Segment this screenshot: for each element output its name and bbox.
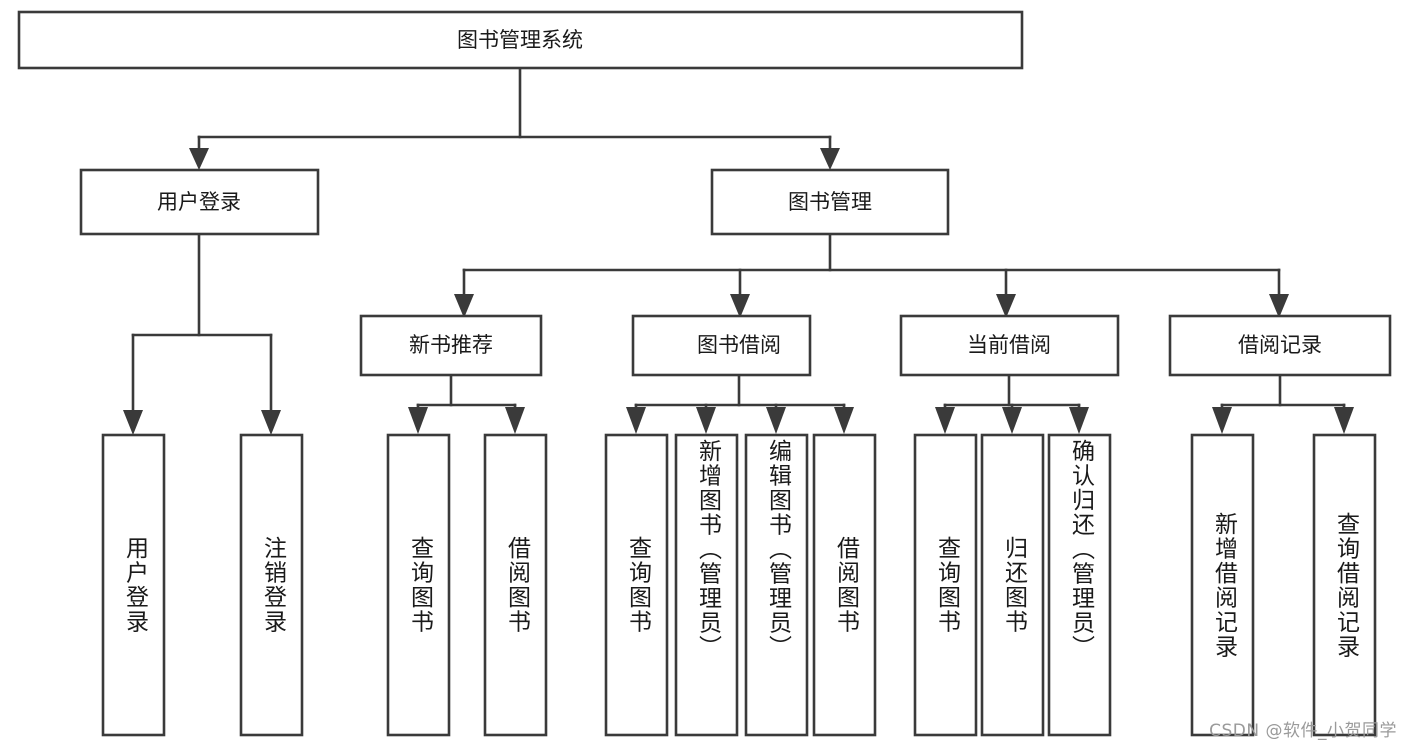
connector-group-root <box>189 66 840 170</box>
node-root[interactable]: 图书管理系统 <box>17 10 1024 70</box>
node-leaf-return-book-box[interactable] <box>980 433 1045 737</box>
node-user-login-box[interactable] <box>79 168 320 236</box>
connector-group-new-book-rec <box>408 373 525 434</box>
node-book-borrow-label: 图书借阅 <box>697 333 781 357</box>
arrow-to-leaf-return-book <box>1002 407 1022 434</box>
node-leaf-query-book-3-box[interactable] <box>913 433 978 737</box>
connector-group-book-manage <box>454 232 1289 318</box>
node-root-box[interactable] <box>17 10 1024 70</box>
node-leaf-logout-box[interactable] <box>239 433 304 737</box>
arrow-to-leaf-logout <box>261 410 281 435</box>
node-leaf-borrow-book-2-box[interactable] <box>812 433 877 737</box>
node-user-login[interactable]: 用户登录 <box>79 168 320 236</box>
node-current-borrow[interactable]: 当前借阅 <box>899 314 1120 377</box>
node-borrow-record[interactable]: 借阅记录 <box>1168 314 1392 377</box>
node-book-borrow-box[interactable] <box>631 314 812 377</box>
node-leaf-user-login-box[interactable] <box>101 433 166 737</box>
node-leaf-query-record-box[interactable] <box>1312 433 1377 737</box>
connector-group-book-borrow <box>626 373 854 434</box>
arrow-to-new-book-rec <box>454 294 474 318</box>
arrow-to-borrow-record <box>1269 294 1289 318</box>
connector-group-user-login <box>123 232 281 435</box>
node-leaf-add-book-box[interactable] <box>674 433 739 737</box>
node-book-manage-box[interactable] <box>710 168 950 236</box>
watermark: CSDN @软件_小贺同学 <box>1209 721 1397 741</box>
connector-group-borrow-record <box>1212 373 1354 434</box>
node-new-book-rec-label: 新书推荐 <box>409 333 493 357</box>
node-new-book-rec[interactable]: 新书推荐 <box>359 314 543 377</box>
arrow-to-leaf-add-book <box>696 407 716 434</box>
arrow-to-leaf-borrow-book-1 <box>505 407 525 434</box>
arrow-to-leaf-confirm-return <box>1069 407 1089 434</box>
node-book-borrow[interactable]: 图书借阅 <box>631 314 812 377</box>
arrow-to-leaf-query-book-3 <box>935 407 955 434</box>
node-current-borrow-label: 当前借阅 <box>967 333 1051 357</box>
arrow-to-leaf-edit-book <box>766 407 786 434</box>
node-leaf-confirm-return-box[interactable] <box>1047 433 1112 737</box>
arrow-to-leaf-query-record <box>1334 407 1354 434</box>
arrow-to-leaf-borrow-book-2 <box>834 407 854 434</box>
arrow-to-book-manage <box>820 148 840 170</box>
arrow-to-leaf-user-login <box>123 410 143 435</box>
node-user-login-label: 用户登录 <box>157 190 241 214</box>
node-leaf-add-record-box[interactable] <box>1190 433 1255 737</box>
node-borrow-record-label: 借阅记录 <box>1238 333 1322 357</box>
arrow-to-book-borrow <box>730 294 750 318</box>
node-new-book-rec-box[interactable] <box>359 314 543 377</box>
node-borrow-record-box[interactable] <box>1168 314 1392 377</box>
node-book-manage-label: 图书管理 <box>788 190 872 214</box>
arrow-to-leaf-query-book-2 <box>626 407 646 434</box>
arrow-to-current-borrow <box>996 294 1016 318</box>
node-current-borrow-box[interactable] <box>899 314 1120 377</box>
node-root-label: 图书管理系统 <box>457 28 583 52</box>
node-leaf-borrow-book-1-box[interactable] <box>483 433 548 737</box>
arrow-to-leaf-query-book-1 <box>408 407 428 434</box>
node-leaf-query-book-1-box[interactable] <box>386 433 451 737</box>
arrow-to-user-login <box>189 148 209 170</box>
node-leaf-edit-book-box[interactable] <box>744 433 809 737</box>
connector-group-current-borrow <box>935 373 1089 434</box>
node-book-manage[interactable]: 图书管理 <box>710 168 950 236</box>
node-leaf-query-book-2-box[interactable] <box>604 433 669 737</box>
arrow-to-leaf-add-record <box>1212 407 1232 434</box>
